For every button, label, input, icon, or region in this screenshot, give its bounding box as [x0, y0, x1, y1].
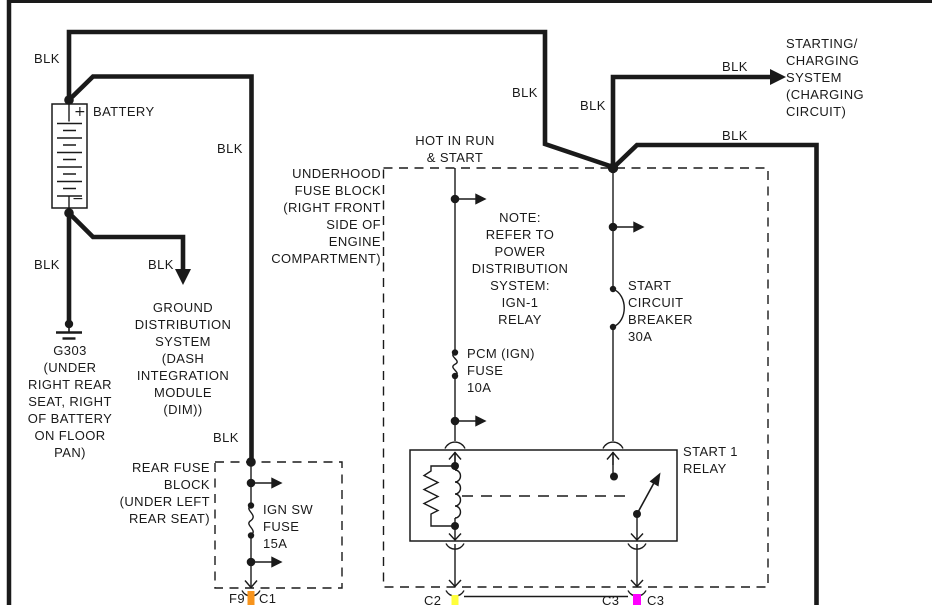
tap-arrows: [246, 193, 645, 568]
connector-color-tick-c3: [633, 594, 641, 605]
offpage-arrowheads: [175, 69, 786, 285]
wire-label-blk: BLK: [213, 430, 239, 445]
ign-sw-fuse-label: IGN SW FUSE 15A: [263, 502, 314, 551]
starting-charging-system-label: STARTING/ CHARGING SYSTEM (CHARGING CIRC…: [786, 36, 864, 119]
pcm-ign-fuse-label: PCM (IGN) FUSE 10A: [467, 346, 535, 395]
start-relay-box: [409, 449, 678, 542]
pin-arrow-down-icon: [448, 579, 462, 588]
wire-label-blk: BLK: [34, 51, 60, 66]
pcm-fuse-icon: [451, 349, 459, 380]
relay-coil-icon: [422, 462, 462, 530]
tap-arrow-icon: [608, 221, 645, 233]
rear-fuse-block-label: REAR FUSE BLOCK (UNDER LEFT REAR SEAT): [119, 460, 210, 526]
start-1-relay-label: START 1 RELAY: [683, 444, 738, 476]
connector-socket-icon: [627, 543, 647, 550]
underhood-fuse-block-box: [382, 167, 769, 588]
wire-label-blk: BLK: [722, 59, 748, 74]
wire-label-blk: BLK: [580, 98, 606, 113]
tap-arrow-icon: [246, 556, 283, 568]
connector-socket-icon: [444, 441, 466, 449]
pin-arrow-down-icon: [630, 533, 644, 542]
rear-fuse-block-box: [214, 461, 343, 589]
ground-distribution-label: GROUND DISTRIBUTION SYSTEM (DASH INTEGRA…: [134, 300, 232, 417]
connector-c2-label: C2: [424, 593, 442, 605]
pin-arrow-down-icon: [448, 533, 462, 542]
note-label: NOTE: REFER TO POWER DISTRIBUTION SYSTEM…: [471, 210, 569, 327]
pin-arrow-down-icon: [630, 579, 644, 588]
pin-arrow-up-icon: [448, 451, 462, 465]
battery-feed-wires: [66, 29, 819, 605]
page-border: [6, 0, 932, 605]
wire-label-blk: BLK: [722, 128, 748, 143]
underhood-fuse-block-label: UNDERHOOD FUSE BLOCK (RIGHT FRONT SIDE O…: [271, 166, 381, 266]
battery-plus-sign: +: [74, 104, 86, 120]
connector-c1-label: C1: [259, 591, 277, 605]
start-circuit-breaker-label: START CIRCUIT BREAKER 30A: [628, 278, 693, 344]
connector-c3-label: C3: [647, 593, 665, 605]
connector-color-tick-c2: [451, 595, 459, 605]
ign-sw-fuse-icon: [247, 502, 255, 539]
pin-arrow-down-icon: [244, 580, 258, 589]
connector-color-tick-f9c1: [247, 591, 255, 605]
battery-label: BATTERY: [93, 104, 155, 119]
battery-icon: [51, 103, 88, 209]
tap-arrow-icon: [246, 477, 283, 489]
battery-minus-sign: −: [72, 191, 84, 207]
connector-socket-icon: [445, 543, 465, 550]
fuse-block-boxes: [214, 167, 769, 589]
hot-in-run-start-label: HOT IN RUN & START: [415, 133, 495, 165]
ground-g303-label: G303 (UNDER RIGHT REAR SEAT, RIGHT OF BA…: [27, 343, 113, 460]
pin-arrow-up-icon: [606, 451, 620, 465]
ground-distribution-arrow-icon: [175, 269, 191, 285]
connector-pin-f9-label: F9: [229, 591, 245, 605]
connector-c3-label: C3: [602, 593, 620, 605]
charging-arrow-icon: [770, 69, 786, 85]
wire-label-blk: BLK: [217, 141, 243, 156]
ground-icon: [56, 319, 82, 340]
connector-socket-icon: [602, 441, 624, 449]
tap-arrow-icon: [450, 415, 487, 427]
wire-label-blk: BLK: [512, 85, 538, 100]
tap-arrow-icon: [450, 193, 487, 205]
wire-label-blk: BLK: [34, 257, 60, 272]
relay-switch-icon: [610, 472, 661, 518]
wire-label-blk: BLK: [148, 257, 174, 272]
circuit-breaker-icon: [609, 285, 625, 331]
